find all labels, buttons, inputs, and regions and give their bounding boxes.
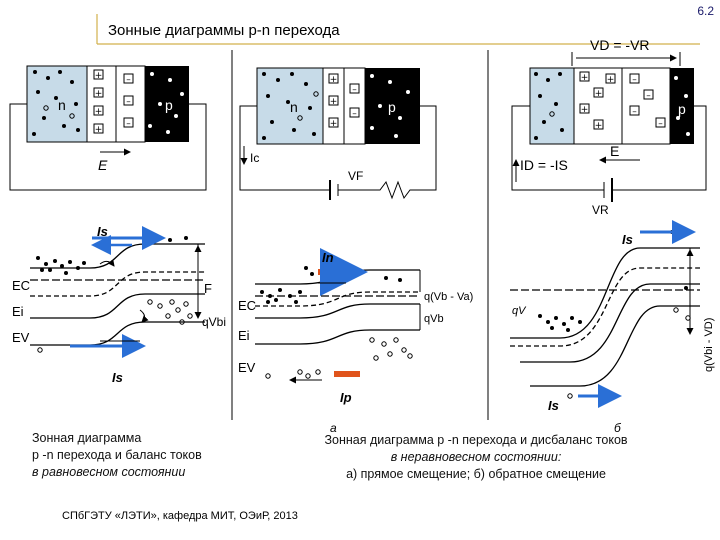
- right-id-label: ID = -IS: [520, 157, 568, 173]
- middle-vf-label: VF: [348, 169, 363, 183]
- svg-text:–: –: [126, 119, 131, 129]
- left-p-label: p: [165, 97, 173, 113]
- middle-ip-label: Ip: [340, 390, 352, 405]
- svg-text:+: +: [330, 75, 338, 85]
- svg-text:+: +: [595, 89, 603, 99]
- slide-number: 6.2: [697, 4, 714, 18]
- middle-p-label: p: [388, 99, 396, 115]
- svg-text:–: –: [352, 109, 357, 119]
- middle-sub-a: а: [330, 421, 337, 435]
- left-ev-label: EV: [12, 330, 30, 345]
- right-is-bottom: Is: [548, 398, 559, 413]
- right-e-label: E: [610, 143, 619, 159]
- right-band-diagram: [510, 247, 700, 387]
- right-vr-label: VR: [592, 203, 609, 217]
- svg-text:+: +: [595, 121, 603, 131]
- left-n-label: n: [58, 97, 66, 113]
- middle-q1-label: q(Vb - Va): [424, 291, 473, 303]
- right-is-top: Is: [622, 232, 633, 247]
- svg-text:+: +: [95, 107, 103, 117]
- svg-text:–: –: [126, 97, 131, 107]
- left-band-diagram: [30, 243, 205, 346]
- right-vd-label: VD = -VR: [590, 37, 650, 53]
- left-is-bottom: Is: [112, 370, 123, 385]
- svg-text:+: +: [95, 89, 103, 99]
- svg-text:+: +: [330, 97, 338, 107]
- svg-text:+: +: [581, 105, 589, 115]
- left-pn-block: + + + + – – – n p E: [9, 65, 207, 191]
- footer: СПбГЭТУ «ЛЭТИ», кафедра МИТ, ОЭиР, 2013: [62, 510, 298, 522]
- right-p-label: p: [678, 101, 686, 117]
- left-holes: [37, 299, 193, 353]
- left-qvbi-label: qVbi: [202, 315, 226, 329]
- svg-text:+: +: [330, 119, 338, 129]
- middle-ev-label: EV: [238, 360, 256, 375]
- svg-text:+: +: [95, 71, 103, 81]
- left-f-label: F: [204, 281, 212, 296]
- svg-text:–: –: [352, 85, 357, 95]
- left-electrons: [36, 236, 188, 275]
- svg-text:+: +: [581, 73, 589, 83]
- svg-text:–: –: [126, 75, 131, 85]
- svg-text:–: –: [632, 107, 637, 117]
- svg-text:+: +: [607, 75, 615, 85]
- middle-pn-block: + + + – – n p Ic VF: [239, 67, 437, 200]
- page-title: Зонные диаграммы p-n перехода: [108, 22, 340, 39]
- svg-text:–: –: [646, 91, 651, 101]
- left-ei-label: Ei: [12, 304, 24, 319]
- svg-text:–: –: [632, 75, 637, 85]
- middle-ic-label: Ic: [250, 151, 259, 165]
- left-e-label: E: [98, 157, 108, 173]
- left-is-top: Is: [97, 224, 108, 239]
- left-caption: Зонная диаграмма p -n перехода и баланс …: [32, 431, 202, 479]
- middle-q2-label: qVb: [424, 313, 444, 325]
- left-ec-label: EC: [12, 278, 30, 293]
- right-sub-b: б: [614, 421, 622, 435]
- middle-band-diagram: [255, 269, 420, 345]
- middle-in-label: In: [322, 250, 334, 265]
- svg-text:+: +: [95, 125, 103, 135]
- svg-text:–: –: [658, 119, 663, 129]
- right-caption: Зонная диаграмма p -n перехода и дисбала…: [324, 433, 628, 481]
- middle-ec-label: EC: [238, 298, 256, 313]
- right-qv-label: qV: [512, 305, 527, 317]
- right-pn-block: + + + + + – – – – p VD = -VR ID = -IS E …: [511, 37, 707, 217]
- middle-n-label: n: [290, 99, 298, 115]
- middle-ei-label: Ei: [238, 328, 250, 343]
- right-qvb-label: q(Vbi - VD): [703, 318, 715, 372]
